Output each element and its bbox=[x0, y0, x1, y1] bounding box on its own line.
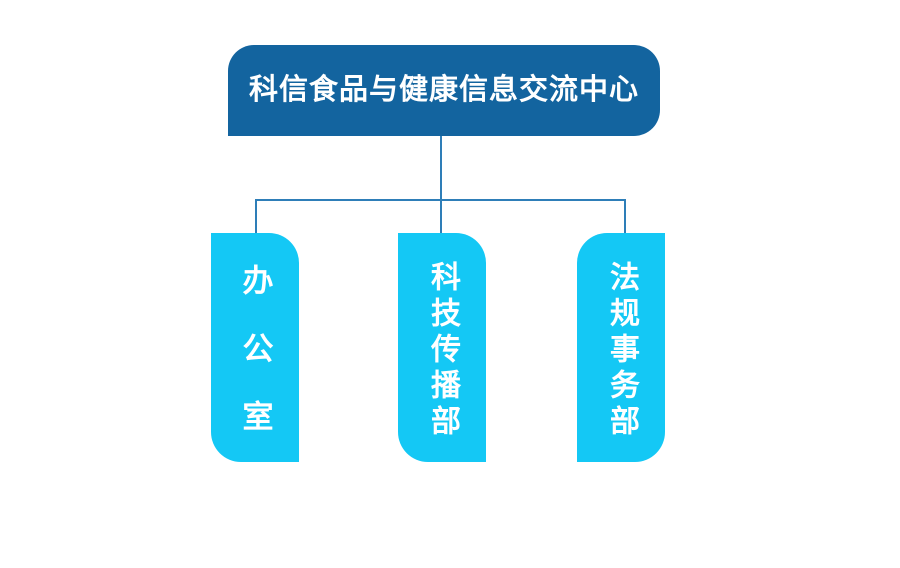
org-node-office-label: 办公室 bbox=[237, 264, 273, 468]
connector-drop-regulatory bbox=[624, 199, 626, 235]
org-node-regulatory-affairs[interactable]: 法规事务部 bbox=[577, 233, 665, 462]
org-node-root-label: 科信食品与健康信息交流中心 bbox=[248, 74, 639, 106]
org-node-sci-tech-communication-label: 科技传播部 bbox=[426, 260, 459, 441]
org-node-regulatory-affairs-label: 法规事务部 bbox=[605, 260, 638, 441]
connector-trunk-vertical bbox=[440, 136, 442, 201]
connector-drop-sci-tech bbox=[440, 199, 442, 235]
org-node-office[interactable]: 办公室 bbox=[211, 233, 299, 468]
org-node-sci-tech-communication[interactable]: 科技传播部 bbox=[398, 233, 486, 462]
org-node-root[interactable]: 科信食品与健康信息交流中心 bbox=[228, 45, 660, 136]
connector-drop-office bbox=[255, 199, 257, 235]
